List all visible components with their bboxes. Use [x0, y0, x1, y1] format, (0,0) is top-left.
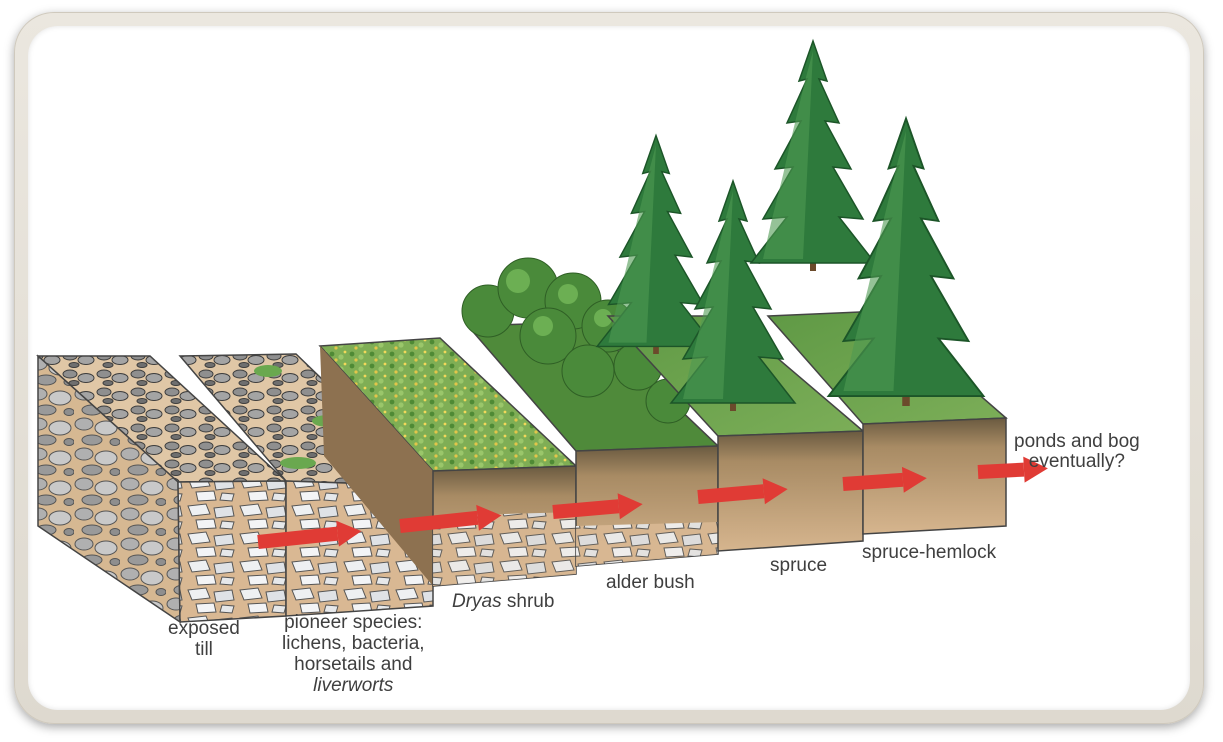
arrow-1 — [257, 520, 362, 549]
label-spruce-hemlock: spruce-hemlock — [862, 542, 997, 563]
block-spruce-hemlock — [750, 40, 1008, 535]
arrow-5 — [842, 466, 927, 493]
succession-illustration — [36, 40, 1048, 624]
arrow-4 — [697, 478, 788, 505]
block-dryas-shrub — [318, 337, 578, 587]
succession-arrows — [257, 456, 1048, 549]
diagram-panel: exposed till pioneer species: lichens, b… — [28, 26, 1190, 710]
label-exposed-till: exposed till — [168, 618, 240, 660]
label-alder-bush: alder bush — [606, 572, 695, 593]
label-dryas-shrub: Dryas shrub — [452, 591, 555, 612]
label-ponds-and-bog: ponds and bog eventually? — [1014, 431, 1140, 472]
label-pioneer-species: pioneer species: lichens, bacteria, hors… — [282, 612, 425, 696]
block-exposed-till — [36, 354, 288, 624]
arrow-2 — [399, 504, 502, 533]
label-spruce: spruce — [770, 555, 828, 576]
arrow-3 — [552, 493, 643, 520]
arrow-6 — [977, 456, 1048, 483]
